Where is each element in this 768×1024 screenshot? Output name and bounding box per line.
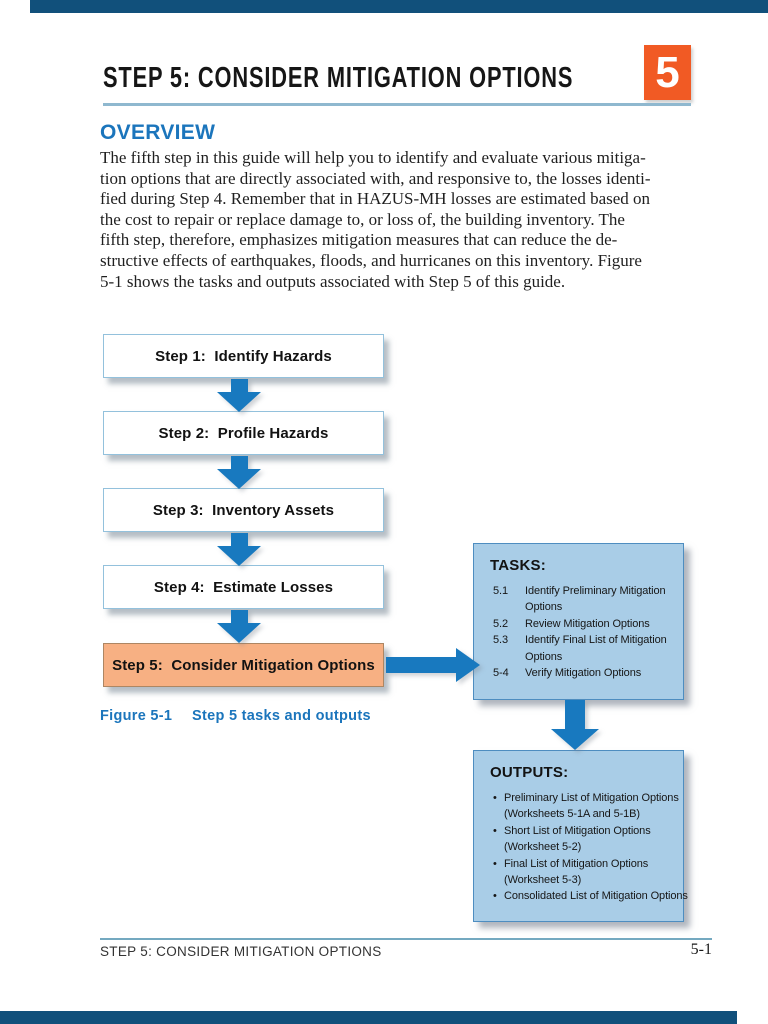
flow-arrow-down-1-icon	[217, 379, 261, 412]
step-label-5: Step 5: Consider Mitigation Options	[112, 656, 375, 674]
overview-heading: OVERVIEW	[100, 121, 216, 144]
overview-paragraph: The fifth step in this guide will help y…	[100, 148, 651, 291]
output-text-3: Final List of Mitigation Options (Worksh…	[504, 857, 649, 887]
flow-arrow-down-4-icon	[217, 610, 261, 643]
task-number-3: 5.3	[493, 634, 508, 647]
figure-label: Figure 5-1	[100, 708, 173, 724]
step-box-1: Step 1: Identify Hazards	[103, 334, 384, 378]
step-label-1: Step 1: Identify Hazards	[155, 347, 332, 365]
step5-to-tasks-arrow-icon	[386, 648, 480, 682]
task-item-1: 5.1 Identify Preliminary Mitigation Opti…	[493, 583, 675, 616]
task-number-4: 5-4	[493, 667, 509, 680]
task-text-3: Identify Final List of Mitigation Option…	[525, 634, 667, 663]
step-label-4: Step 4: Estimate Losses	[153, 578, 334, 596]
task-text-4: Verify Mitigation Options	[525, 667, 642, 680]
bullet-icon: •	[493, 890, 497, 903]
step-box-4: Step 4: Estimate Losses	[103, 565, 384, 609]
step-label-3: Step 3: Inventory Assets	[152, 501, 335, 519]
bullet-icon: •	[493, 824, 497, 837]
page-title: STEP 5: CONSIDER MITIGATION OPTIONS	[103, 60, 574, 94]
outputs-panel: OUTPUTS: • Preliminary List of Mitigatio…	[473, 750, 688, 922]
figure-title: Step 5 tasks and outputs	[192, 708, 371, 724]
task-text-2: Review Mitigation Options	[525, 617, 650, 630]
chapter-number-badge: 5	[644, 45, 691, 100]
bullet-icon: •	[493, 857, 497, 870]
output-text-2: Short List of Mitigation Options (Worksh…	[504, 824, 651, 854]
flow-arrow-down-2-icon	[217, 456, 261, 489]
tasks-panel: TASKS: 5.1 Identify Preliminary Mitigati…	[473, 543, 684, 700]
task-number-1: 5.1	[493, 585, 508, 597]
task-text-1: Identify Preliminary Mitigation Options	[525, 585, 666, 614]
task-item-4: 5-4 Verify Mitigation Options	[493, 665, 675, 681]
adjacent-page-edge-bottom	[0, 1011, 737, 1024]
output-item-4: • Consolidated List of Mitigation Option…	[493, 888, 688, 904]
figure-caption: Figure 5-1 Step 5 tasks and outputs	[100, 708, 371, 724]
title-underline	[103, 103, 691, 106]
step-label-2: Step 2: Profile Hazards	[158, 424, 329, 442]
flow-arrow-down-3-icon	[217, 533, 261, 566]
output-text-4: Consolidated List of Mitigation Options	[504, 890, 688, 903]
tasks-heading: TASKS:	[490, 557, 546, 574]
task-number-2: 5.2	[493, 617, 508, 630]
step-box-3: Step 3: Inventory Assets	[103, 488, 384, 532]
adjacent-page-edge-top	[30, 0, 768, 13]
output-item-3: • Final List of Mitigation Options (Work…	[493, 856, 675, 889]
output-item-2: • Short List of Mitigation Options (Work…	[493, 823, 675, 856]
task-item-2: 5.2 Review Mitigation Options	[493, 616, 675, 632]
task-item-3: 5.3 Identify Final List of Mitigation Op…	[493, 632, 675, 665]
page-number: 5-1	[690, 941, 712, 958]
bullet-icon: •	[493, 792, 497, 804]
footer-title: STEP 5: CONSIDER MITIGATION OPTIONS	[100, 944, 382, 959]
output-item-1: • Preliminary List of Mitigation Options…	[493, 790, 679, 823]
step-box-5-highlighted: Step 5: Consider Mitigation Options	[103, 643, 384, 687]
footer-rule	[100, 938, 712, 940]
outputs-heading: OUTPUTS:	[490, 764, 569, 781]
tasks-to-outputs-arrow-icon	[551, 700, 599, 750]
output-text-1: Preliminary List of Mitigation Options (…	[504, 792, 679, 821]
step-box-2: Step 2: Profile Hazards	[103, 411, 384, 455]
